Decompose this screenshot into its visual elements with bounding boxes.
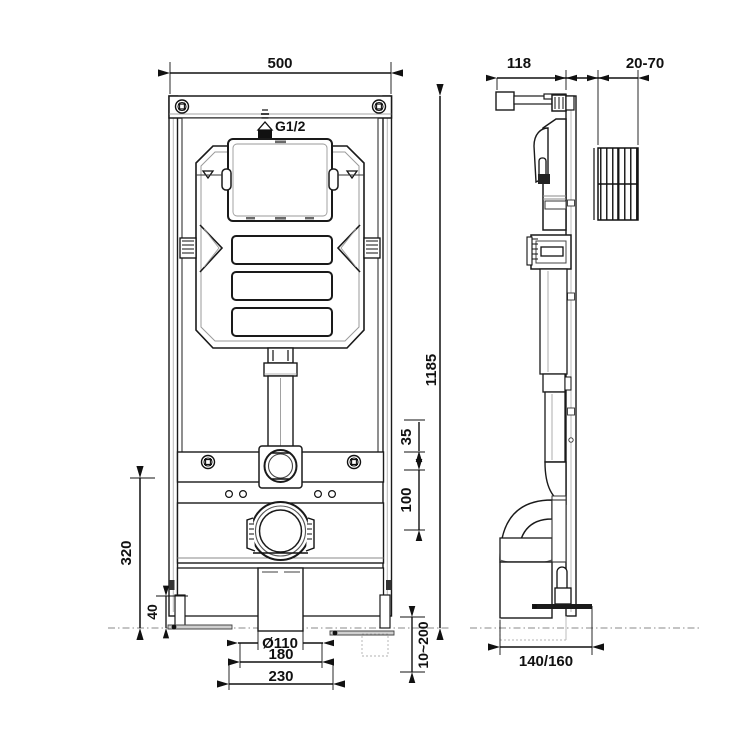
dim-foot-height: 40 bbox=[144, 585, 188, 639]
mid-cross-rail bbox=[176, 445, 385, 499]
side-foot bbox=[499, 566, 592, 641]
wall-section-block bbox=[593, 147, 639, 221]
dim-label-bolt-spacing-outer: 230 bbox=[268, 668, 293, 685]
dim-front-width: 500 bbox=[158, 55, 403, 94]
side-flush-mechanism bbox=[526, 234, 572, 270]
water-inlet-label: G1/2 bbox=[275, 118, 306, 134]
dim-label-base-depth: 140/160 bbox=[519, 653, 573, 670]
dim-side-depth: 118 bbox=[485, 55, 578, 90]
dim-label-lower-offset: 100 bbox=[398, 487, 415, 512]
tank-slot-panels bbox=[231, 235, 333, 337]
dim-label-wall-adjust: 20-70 bbox=[626, 55, 664, 72]
dim-label-bolt-spacing-inner: 180 bbox=[268, 646, 293, 663]
dim-lower-offset: 100 bbox=[398, 458, 425, 542]
water-level-indicators bbox=[196, 170, 364, 179]
soil-pipe-panel bbox=[176, 501, 385, 564]
dim-label-outlet-diameter: Ø110 bbox=[262, 635, 298, 652]
front-view: G1/2 bbox=[167, 95, 395, 657]
dim-wall-adjust: 20-70 bbox=[554, 55, 664, 145]
top-right-bolt-icon bbox=[371, 99, 387, 114]
dim-label-floor-adjust: 10~200 bbox=[415, 621, 431, 668]
mid-right-bolt-icon bbox=[346, 454, 362, 470]
dim-upper-offset: 35 bbox=[398, 419, 425, 463]
dim-floor-adjust: 10~200 bbox=[400, 605, 431, 684]
dim-label-total-height: 1185 bbox=[423, 354, 440, 387]
frame-legs bbox=[167, 567, 395, 657]
inspection-hatch bbox=[221, 138, 339, 222]
flush-pipe bbox=[263, 347, 298, 449]
dim-label-upper-offset: 35 bbox=[398, 429, 415, 446]
dim-base-depth: 140/160 bbox=[488, 606, 604, 670]
dim-label-side-depth: 118 bbox=[507, 55, 531, 72]
dim-bolt-spacing-outer: 230 bbox=[217, 662, 345, 690]
dim-label-floor-to-outlet: 320 bbox=[118, 540, 135, 565]
mid-left-bolt-icon bbox=[200, 454, 216, 470]
side-mounting-clips bbox=[179, 237, 381, 259]
dim-total-height: 1185 bbox=[423, 84, 444, 640]
top-left-bolt-icon bbox=[174, 99, 190, 114]
side-cistern-body bbox=[533, 118, 567, 231]
side-outlet-elbow bbox=[499, 499, 567, 619]
dim-label-front-width: 500 bbox=[267, 55, 292, 72]
dim-bolt-spacing-inner: 180 bbox=[228, 643, 334, 668]
top-cross-rail bbox=[168, 95, 393, 119]
side-mid-column bbox=[539, 268, 572, 463]
dim-outlet-diameter: Ø110 bbox=[226, 628, 335, 652]
dim-label-foot-height: 40 bbox=[144, 604, 160, 620]
water-inlet-assembly bbox=[256, 109, 274, 139]
side-inlet-pipe bbox=[495, 91, 575, 112]
side-view bbox=[495, 91, 639, 641]
dim-floor-to-outlet: 320 bbox=[118, 466, 155, 640]
